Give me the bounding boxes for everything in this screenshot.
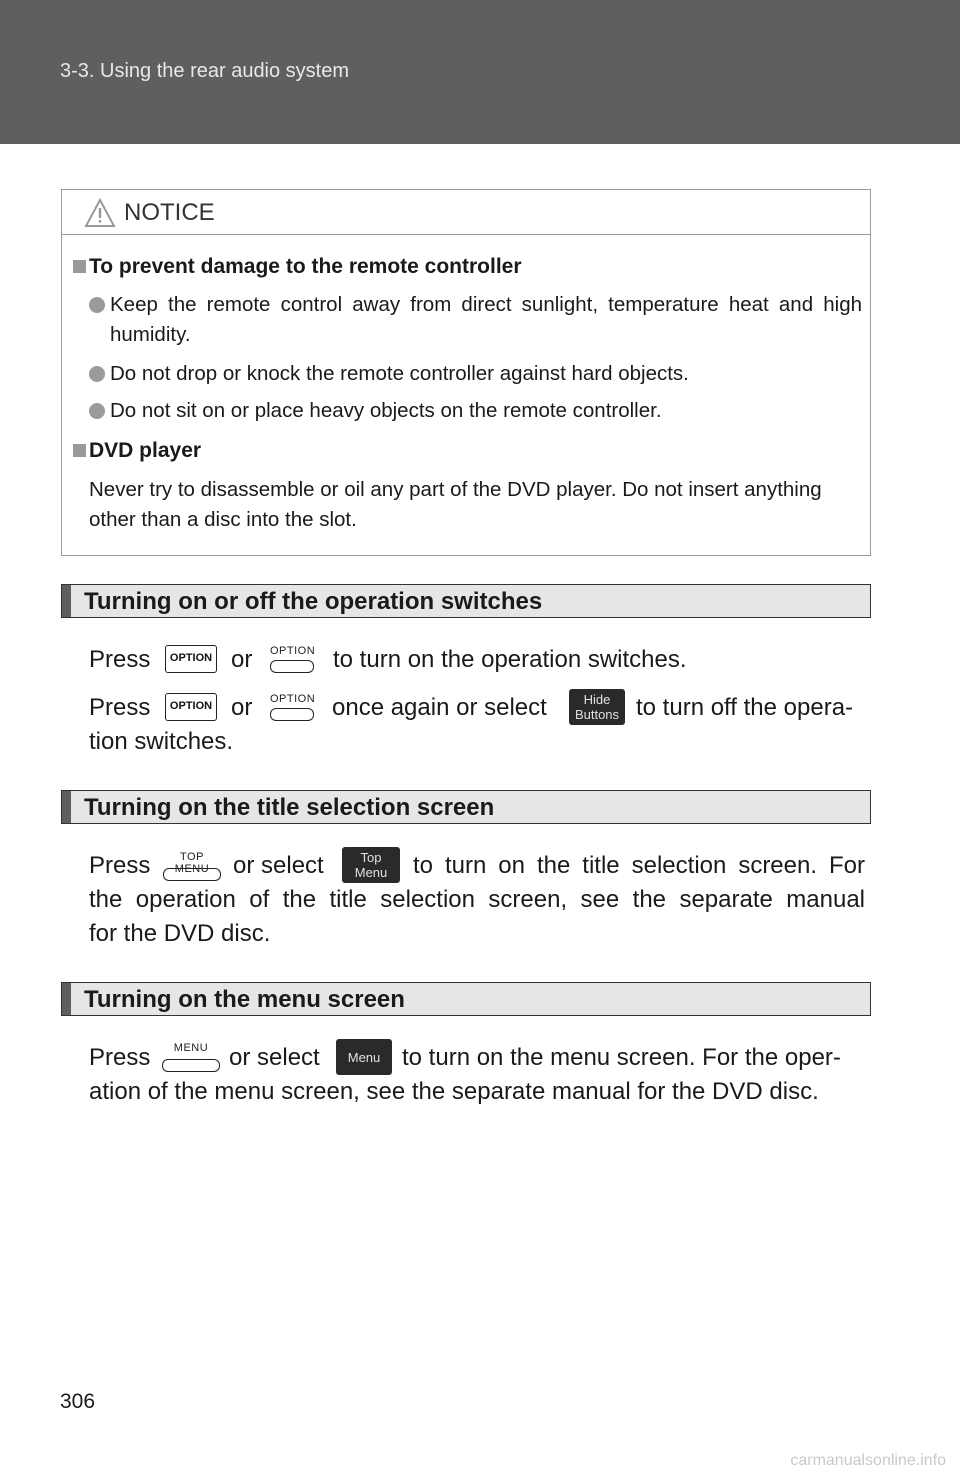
notice-title: NOTICE — [124, 199, 215, 226]
section-accent — [62, 791, 71, 823]
square-bullet-icon — [73, 444, 86, 457]
text-turn-off: to turn off the opera- — [636, 694, 854, 721]
top-menu-remote-key-icon: TOP MENU — [163, 851, 221, 881]
remote-key-label: MENU — [173, 1042, 209, 1054]
text-or: or — [231, 646, 253, 673]
text-menu-operation: ation of the menu screen, see the separa… — [89, 1078, 819, 1105]
hide-buttons-label-2: Buttons — [574, 707, 620, 722]
menu-remote-key-icon: MENU — [162, 1042, 220, 1072]
option-remote-key-icon: OPTION — [270, 645, 316, 673]
remote-key-label: TOP MENU — [174, 851, 210, 875]
text-press: Press — [89, 694, 151, 721]
text-or-select: or select — [229, 1044, 320, 1071]
remote-key-body — [270, 660, 314, 673]
square-bullet-icon — [73, 260, 86, 273]
notice-bullet-2: Do not drop or knock the remote controll… — [110, 362, 689, 385]
bullet-icon — [89, 403, 105, 419]
notice-box: NOTICE To prevent damage to the remote c… — [61, 189, 871, 556]
top-menu-screen-button: Top Menu — [342, 847, 400, 883]
section-header-menu-screen: Turning on the menu screen — [61, 982, 871, 1016]
text-for-dvd: for the DVD disc. — [89, 920, 271, 947]
text-turn-on-switches: to turn on the operation switches. — [333, 646, 687, 673]
section-header-title-selection: Turning on the title selection screen — [61, 790, 871, 824]
text-title-operation: the operation of the title selection scr… — [89, 886, 865, 913]
top-menu-label-1: Top — [360, 850, 382, 865]
notice-heading-dvd: DVD player — [89, 439, 202, 462]
warning-icon — [84, 198, 116, 227]
text-press: Press — [89, 852, 151, 879]
option-panel-button: OPTION — [165, 693, 217, 721]
text-turn-on-title: to turn on the title selection screen. F… — [413, 852, 865, 879]
bullet-icon — [89, 297, 105, 313]
text-once-again: once again or select — [332, 694, 547, 721]
notice-header: NOTICE — [62, 190, 870, 235]
section-title-menu-screen: Turning on the menu screen — [84, 986, 405, 1013]
section-title: 3-3. Using the rear audio system — [60, 60, 350, 82]
header-bar: 3-3. Using the rear audio system — [0, 0, 960, 144]
text-turn-on-menu: to turn on the menu screen. For the oper… — [402, 1044, 841, 1071]
notice-bullet-3: Do not sit on or place heavy objects on … — [110, 399, 662, 422]
notice-heading-remote: To prevent damage to the remote controll… — [89, 255, 522, 278]
section-title-operation-switches: Turning on or off the operation switches — [84, 588, 543, 615]
watermark: carmanualsonline.info — [790, 1452, 946, 1469]
option-remote-key-icon: OPTION — [270, 693, 316, 721]
notice-dvd-text: Never try to disassemble or oil any part… — [89, 478, 822, 531]
text-tion-switches: tion switches. — [89, 728, 234, 755]
remote-key-body — [162, 1059, 220, 1072]
top-menu-label-2: Menu — [354, 865, 388, 880]
text-press: Press — [89, 646, 151, 673]
hide-buttons-label-1: Hide — [583, 692, 611, 707]
page-number: 306 — [60, 1390, 96, 1413]
section-accent — [62, 585, 71, 617]
section-accent — [62, 983, 71, 1015]
remote-key-body — [270, 708, 314, 721]
notice-bullet-1: Keep the remote control away from direct… — [110, 293, 862, 346]
section-header-operation-switches: Turning on or off the operation switches — [61, 584, 871, 618]
menu-screen-button: Menu — [336, 1039, 392, 1075]
text-or-select: or select — [233, 852, 324, 879]
text-or: or — [231, 694, 253, 721]
text-press: Press — [89, 1044, 151, 1071]
hide-buttons-screen-button: Hide Buttons — [569, 689, 625, 725]
remote-key-body — [163, 868, 221, 881]
remote-key-label: OPTION — [270, 693, 316, 705]
bullet-icon — [89, 366, 105, 382]
section-title-title-selection: Turning on the title selection screen — [84, 794, 495, 821]
remote-key-label: OPTION — [270, 645, 316, 657]
option-panel-button: OPTION — [165, 645, 217, 673]
